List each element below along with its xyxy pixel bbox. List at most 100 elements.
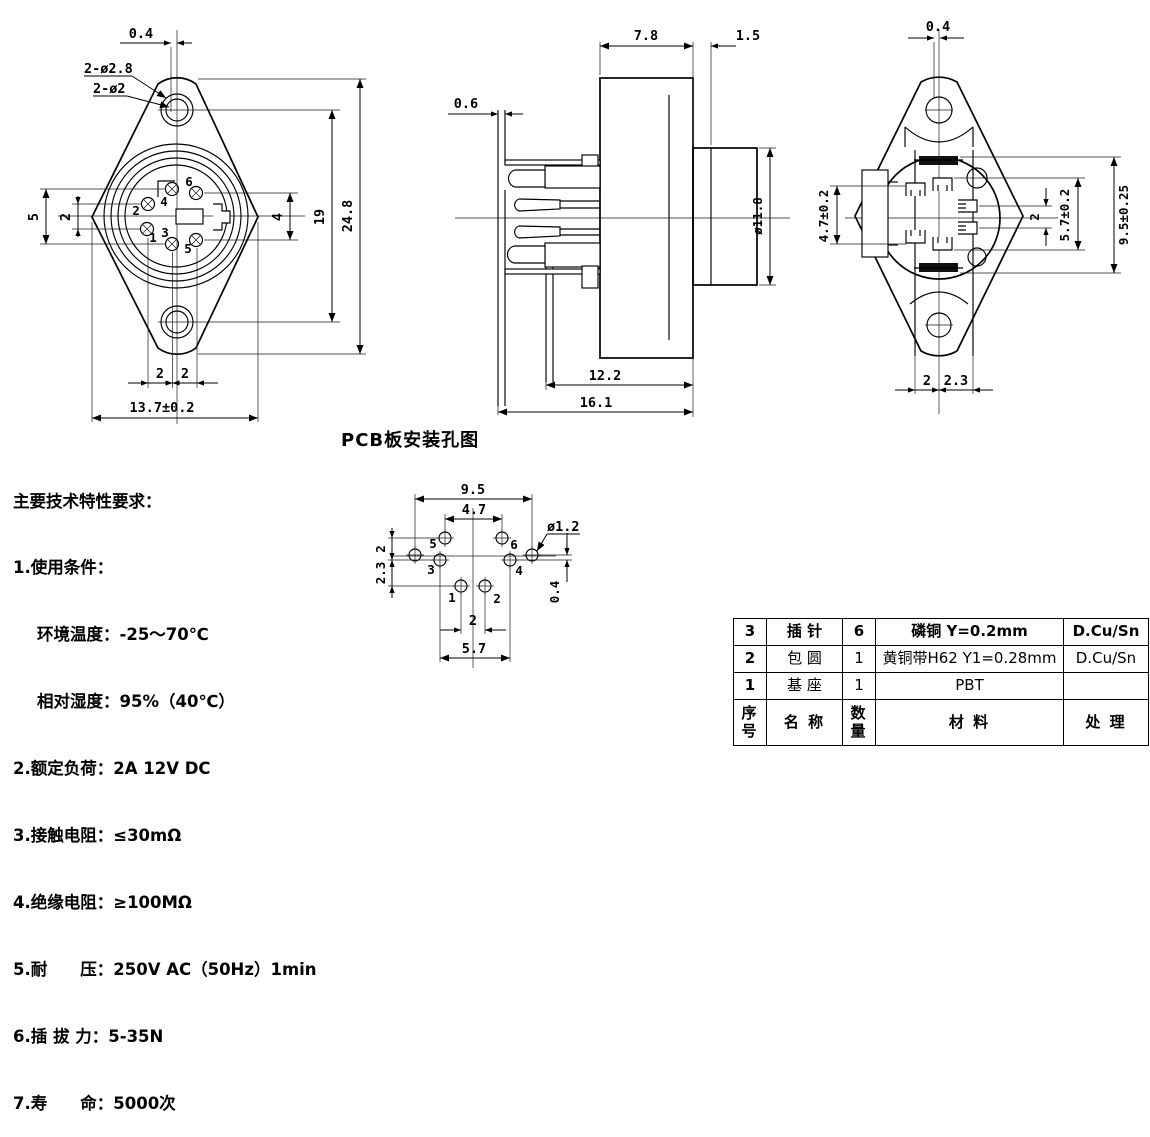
side-dim-body-depth: 7.8 (634, 28, 658, 44)
back-dim-right-outer: 9.5±0.25 (1116, 185, 1131, 245)
tech-line: 3.接触电阻：≤30mΩ (13, 826, 182, 846)
pcb-dim-width-inner: 4.7 (462, 502, 486, 518)
front-pin-sockets (139, 181, 204, 252)
tech-line: 1.使用条件： (13, 558, 114, 578)
side-contacts (506, 165, 601, 268)
front-pin-6-label: 6 (185, 174, 193, 189)
front-top-mounting-hole (160, 93, 194, 127)
pcb-dim-hole-dia: ø1.2 (547, 519, 580, 535)
side-barrel-outline (692, 147, 758, 286)
pcb-dim-row-bottom: 2.3 (373, 562, 388, 585)
front-pin-4-label: 4 (160, 194, 168, 209)
table-row: 3 插 针 6 磷铜 Y=0.2mm D.Cu/Sn (733, 618, 1149, 646)
tech-line: 6.插 拔 力：5-35N (13, 1026, 164, 1046)
side-dim-flange-thk: 1.5 (736, 28, 760, 44)
pcb-dim-bottom-inner: 2 (469, 613, 477, 629)
back-bottom-mounting-hole (926, 312, 952, 338)
bom-header-name: 名 称 (766, 699, 843, 746)
back-dim-bottom-right: 2.3 (944, 373, 968, 389)
front-dim-total-height: 24.8 (340, 200, 356, 233)
drawing-canvas: 6 4 2 1 3 5 0.4 2-ø2.8 2-ø2 5 2 4 (26, 19, 1131, 668)
bom-finish (1063, 672, 1149, 700)
back-view: 0.4 4.7±0.2 2 5.7±0.2 9.5±0.25 2 2.3 (816, 19, 1131, 414)
side-dim-depth-inner: 12.2 (589, 368, 622, 384)
front-dim-total-width: 13.7±0.2 (129, 400, 194, 416)
pcb-dim-width-outer: 9.5 (461, 482, 485, 498)
bom-finish: D.Cu/Sn (1063, 618, 1149, 646)
bom-part-name: 包 圆 (766, 645, 843, 673)
pcb-hole-2-label: 2 (493, 591, 501, 606)
tech-line: 5.耐 压：250V AC（50Hz）1min (13, 959, 317, 979)
front-dim-right-span: 4 (270, 213, 286, 221)
front-pin-1-label: 1 (149, 230, 157, 245)
tech-requirements: 主要技术特性要求： 1.使用条件： 环境温度：-25～70℃ 相对湿度：95%（… (13, 446, 348, 1137)
side-dim-barrel-dia: ø11.8 (750, 197, 765, 235)
tech-title: 主要技术特性要求： (13, 491, 162, 511)
tech-line: 7.寿 命：5000次 (13, 1093, 176, 1113)
front-callout-outer: 2-ø2.8 (84, 61, 133, 77)
table-row: 2 包 圆 1 黄铜带H62 Y1=0.28mm D.Cu/Sn (733, 645, 1149, 673)
tech-line: 4.绝缘电阻：≥100MΩ (13, 892, 192, 912)
bom-material: PBT (875, 672, 1064, 700)
front-callout-inner: 2-ø2 (93, 81, 126, 97)
back-dim-top-offset: 0.4 (926, 19, 950, 35)
front-dim-left-span: 5 (26, 213, 42, 221)
bom-no: 3 (733, 618, 767, 646)
pcb-hole-4-label: 4 (515, 563, 523, 578)
front-flange-outline (91, 76, 259, 356)
back-dim-bottom-left: 2 (923, 373, 931, 389)
side-dim-pin-width: 0.6 (454, 96, 478, 112)
tech-line: 2.额定负荷：2A 12V DC (13, 759, 211, 779)
pcb-view-title: PCB板安装孔图 (341, 430, 480, 451)
bom-no: 1 (733, 672, 767, 700)
table-row: 1 基 座 1 PBT (733, 672, 1149, 700)
front-dim-bottom-left: 2 (156, 366, 164, 382)
front-bottom-mounting-hole (160, 305, 194, 339)
pcb-dim-row-top: 2 (373, 545, 388, 553)
back-flange-outline (854, 76, 1024, 357)
front-view: 6 4 2 1 3 5 0.4 2-ø2.8 2-ø2 5 2 4 (26, 26, 366, 424)
bom-qty: 1 (842, 672, 876, 700)
bom-qty: 1 (842, 645, 876, 673)
side-pcb-legs (497, 110, 554, 406)
pcb-hole-3-label: 3 (427, 562, 435, 577)
bom-finish: D.Cu/Sn (1063, 645, 1149, 673)
pcb-hole-5-label: 5 (429, 536, 437, 551)
bom-header-finish: 处 理 (1063, 699, 1149, 746)
front-side-notch (213, 203, 231, 231)
back-dim-right-mid: 5.7±0.2 (1057, 189, 1072, 242)
table-header-row: 序号 名 称 数量 材 料 处 理 (733, 699, 1149, 746)
front-dim-left-row: 2 (58, 213, 74, 221)
pcb-hole-6-label: 6 (510, 537, 518, 552)
bom-part-name: 插 针 (766, 618, 843, 646)
front-key-slot (175, 208, 204, 225)
bom-no: 2 (733, 645, 767, 673)
pcb-hole-view: 5 6 3 4 1 2 9.5 4.7 ø1.2 2 2.3 0.4 (373, 482, 580, 668)
front-pin-2-label: 2 (132, 203, 140, 218)
front-dim-top-offset: 0.4 (129, 26, 153, 42)
back-contacts (905, 177, 978, 251)
bom-header-material: 材 料 (875, 699, 1064, 746)
bom-material: 磷铜 Y=0.2mm (875, 618, 1064, 646)
back-dim-left-span: 4.7±0.2 (816, 190, 831, 243)
side-view: 0.6 7.8 1.5 ø11.8 12.2 16.1 (448, 28, 790, 417)
tech-line: 相对湿度：95%（40℃） (37, 692, 235, 712)
front-pin-3-label: 3 (161, 225, 169, 240)
bom-header-no: 序号 (733, 699, 767, 746)
back-top-mounting-hole (925, 96, 953, 124)
bom-part-name: 基 座 (766, 672, 843, 700)
front-dim-bottom-right: 2 (181, 366, 189, 382)
pcb-hole-1-label: 1 (448, 590, 456, 605)
bom-header-qty: 数量 (842, 699, 876, 746)
bom-table: 3 插 针 6 磷铜 Y=0.2mm D.Cu/Sn 2 包 圆 1 黄铜带H6… (733, 618, 1149, 746)
front-pin-5-label: 5 (184, 241, 192, 256)
pcb-dim-bottom-outer: 5.7 (462, 641, 486, 657)
back-dim-right-row: 2 (1027, 213, 1042, 221)
back-side-tab (861, 169, 889, 258)
pcb-dim-offset: 0.4 (547, 581, 562, 604)
tech-line: 环境温度：-25～70℃ (37, 625, 209, 645)
bom-material: 黄铜带H62 Y1=0.28mm (875, 645, 1064, 673)
front-dim-hole-pitch: 19 (312, 209, 328, 225)
bom-qty: 6 (842, 618, 876, 646)
side-dim-depth-total: 16.1 (580, 395, 613, 411)
